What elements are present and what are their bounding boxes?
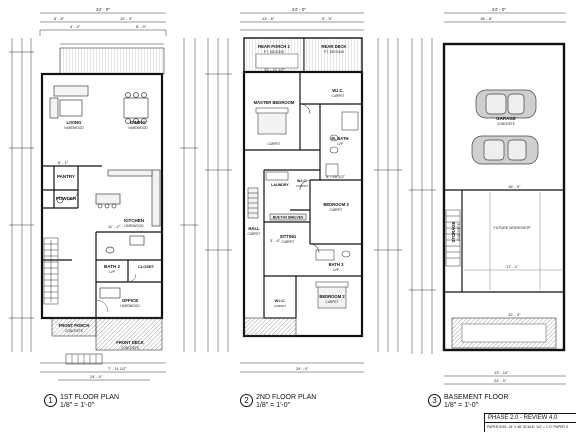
room-bath-2: BATH 2 <box>104 264 120 269</box>
room-master-bath: M. BATH <box>331 136 348 141</box>
svg-text:CARPET: CARPET <box>326 300 339 304</box>
phase-label: PHASE 2.0 - REVIEW 4.0 <box>485 414 576 423</box>
room-rear-deck: REAR DECK <box>322 44 347 49</box>
svg-text:CARPET: CARPET <box>274 304 286 308</box>
room-powder: POWDER <box>56 196 77 201</box>
first-floor-dimension-lines <box>9 12 198 381</box>
svg-text:CARPET: CARPET <box>282 240 295 244</box>
room-front-porch: FRONT PORCH <box>59 323 90 328</box>
room-future-workshop: FUTURE WORKSHOP <box>494 226 532 230</box>
plan-number-1: 1 <box>44 394 57 407</box>
garage-cars <box>471 89 539 165</box>
dim-label: 4' - 10 1/2" <box>326 174 346 179</box>
svg-text:CARPET: CARPET <box>248 232 261 236</box>
second-floor-plan: 24' - 0" 13' - 6" 9' - 5" 10' - 11 1/2" … <box>205 7 402 373</box>
dim-label: 8' - 9" <box>136 24 147 29</box>
svg-text:P.T. DECKING: P.T. DECKING <box>324 50 345 54</box>
plan-number-3: 3 <box>428 394 441 407</box>
title-block: PHASE 2.0 - REVIEW 4.0 PAPER SIZE: 24" x… <box>484 413 576 432</box>
svg-text:P.T. DECKING: P.T. DECKING <box>264 50 285 54</box>
dim-label: 24' - 0" <box>90 374 103 379</box>
dim-label: 4' - 4" <box>70 24 81 29</box>
dim-label: 13' - 6" <box>262 16 275 21</box>
plan-title-text: 2ND FLOOR PLAN <box>256 394 317 401</box>
first-floor-plan: 24' - 0" 6' - 8" 12' - 3" 4' - 4" 8' - 9… <box>9 7 198 381</box>
basement-overall-width: 24' - 0" <box>492 7 506 12</box>
scale-note: PAPER SIZE: 24" x 36" SCALE: 1/4" = 1'-0… <box>487 425 568 429</box>
room-dining: DINING <box>130 120 146 125</box>
room-storage: STORAGE <box>451 221 456 242</box>
dim-label: 24' - 0" <box>494 378 507 383</box>
svg-text:LVP: LVP <box>333 268 339 272</box>
plan-title-text: BASEMENT FLOOR <box>444 394 509 401</box>
room-wic-2: W.I.C. <box>297 179 307 183</box>
dim-label: 24' - 0" <box>296 366 309 371</box>
room-office: OFFICE <box>122 298 139 303</box>
dim-label: 9' - 5" <box>322 16 333 21</box>
plan-scale: 1/8" = 1'-0" <box>444 402 479 409</box>
room-bedroom-3: BEDROOM 3 <box>323 202 349 207</box>
room-bath-3: BATH 3 <box>329 262 344 267</box>
svg-text:HARDWOOD: HARDWOOD <box>128 126 148 130</box>
dim-label: 12' - 3" <box>120 16 133 21</box>
basement-dimension-lines <box>409 12 566 385</box>
dim-label: 16' - 9" <box>508 184 521 189</box>
dim-label: 12' - 0" <box>508 312 521 317</box>
svg-text:CARPET: CARPET <box>268 142 281 146</box>
room-laundry: LAUNDRY <box>271 183 289 187</box>
svg-text:LVP: LVP <box>337 142 343 146</box>
dim-label: 13' - 10" <box>494 370 509 375</box>
dim-label: 18' - 8" <box>480 16 493 21</box>
svg-text:CARPET: CARPET <box>296 184 308 188</box>
room-kitchen: KITCHEN <box>124 218 144 223</box>
dim-label: 6' - 8" <box>54 16 65 21</box>
room-pantry: PANTRY <box>57 174 75 179</box>
dim-label: 11' - 2" <box>108 224 121 229</box>
plan-scale: 1/8" = 1'-0" <box>256 402 291 409</box>
svg-text:CARPET: CARPET <box>332 94 345 98</box>
svg-text:HARDWOOD: HARDWOOD <box>124 224 144 228</box>
room-sitting: SITTING <box>280 234 297 239</box>
room-closet: CLOSET <box>138 264 155 269</box>
dim-label: 17' - 1" <box>506 264 519 269</box>
svg-text:CONCRETE: CONCRETE <box>457 223 461 241</box>
plan-title-2: 2ND FLOOR PLAN 1/8" = 1'-0" <box>256 394 316 410</box>
plan-number-2: 2 <box>240 394 253 407</box>
room-hall: HALL <box>248 226 260 231</box>
svg-text:CONCRETE: CONCRETE <box>497 122 515 126</box>
svg-text:CONCRETE: CONCRETE <box>65 329 83 333</box>
plan-title-1: 1ST FLOOR PLAN 1/8" = 1'-0" <box>60 394 119 410</box>
dim-label: 10' - 11 1/2" <box>264 67 286 72</box>
room-master-bedroom: MASTER BEDROOM <box>254 100 295 105</box>
room-master-wic: W.I.C. <box>332 88 343 93</box>
first-floor-overall-width: 24' - 0" <box>96 7 110 12</box>
plan-title-3: BASEMENT FLOOR 1/8" = 1'-0" <box>444 394 508 410</box>
svg-text:HARDWOOD: HARDWOOD <box>64 126 84 130</box>
svg-text:LVP: LVP <box>109 270 115 274</box>
second-floor-overall-width: 24' - 0" <box>292 7 306 12</box>
plan-scale: 1/8" = 1'-0" <box>60 402 95 409</box>
dim-label: 5' - 1" <box>58 160 69 165</box>
svg-text:HARDWOOD: HARDWOOD <box>120 304 140 308</box>
plan-title-text: 1ST FLOOR PLAN <box>60 394 120 401</box>
dim-label: 7' - 11 1/2" <box>108 366 127 371</box>
dim-label: 3' - 6" <box>270 238 281 243</box>
room-rear-porch-2: REAR PORCH 2 <box>258 44 290 49</box>
svg-text:CARPET: CARPET <box>330 208 343 212</box>
room-front-deck: FRONT DECK <box>116 340 143 345</box>
room-wic-3: W.I.C. <box>275 298 286 303</box>
room-bedroom-2: BEDROOM 2 <box>319 294 345 299</box>
basement-floor-plan: 24' - 0" 18' - 8" 16' - 9" 17' - 1" 12' … <box>409 7 566 385</box>
built-in-shelves: BUILT-IN SHELVES <box>273 216 304 220</box>
room-garage: GARAGE <box>496 116 516 121</box>
room-living: LIVING <box>66 120 82 125</box>
svg-text:CONCRETE: CONCRETE <box>121 346 139 350</box>
second-floor-dimension-lines <box>205 12 402 373</box>
